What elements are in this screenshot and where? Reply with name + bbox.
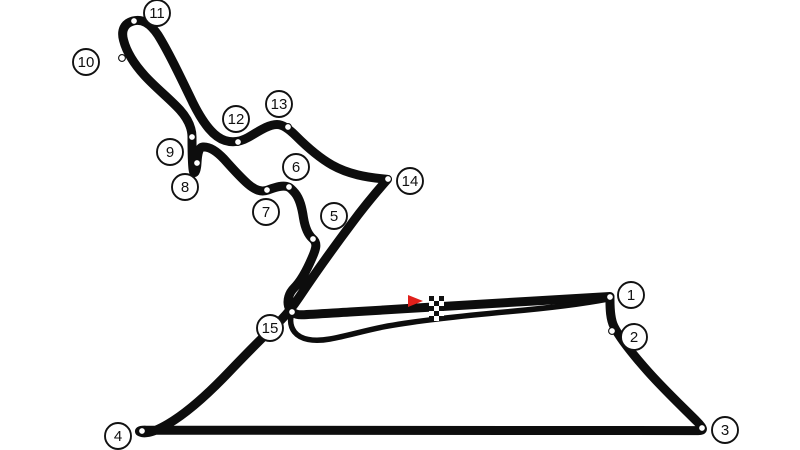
corner-marker-label: 2 <box>630 329 638 346</box>
corner-marker-13[interactable]: 13 <box>265 90 293 118</box>
corner-marker-label: 1 <box>627 287 635 304</box>
corner-marker-circle <box>711 416 739 444</box>
corner-marker-circle <box>282 153 310 181</box>
corner-dot-10 <box>118 54 126 62</box>
corner-marker-circle <box>252 198 280 226</box>
corner-marker-circle <box>617 281 645 309</box>
corner-dot-3 <box>698 424 706 432</box>
corner-marker-4[interactable]: 4 <box>104 422 132 450</box>
corner-apex-dots-group <box>118 17 706 435</box>
corner-marker-label: 8 <box>181 179 189 196</box>
corner-marker-label: 10 <box>78 54 95 71</box>
corner-marker-circle <box>396 167 424 195</box>
corner-marker-6[interactable]: 6 <box>282 153 310 181</box>
corner-marker-circle <box>320 202 348 230</box>
corner-marker-circle <box>620 323 648 351</box>
corner-dot-11 <box>130 17 138 25</box>
track-main-path <box>118 15 707 438</box>
corner-marker-circle <box>143 0 171 27</box>
corner-dot-6 <box>285 183 293 191</box>
corner-marker-14[interactable]: 14 <box>396 167 424 195</box>
corner-marker-label: 4 <box>114 428 122 445</box>
corner-marker-8[interactable]: 8 <box>171 173 199 201</box>
corner-marker-11[interactable]: 11 <box>143 0 171 27</box>
corner-marker-7[interactable]: 7 <box>252 198 280 226</box>
corner-marker-15[interactable]: 15 <box>256 314 284 342</box>
corner-marker-5[interactable]: 5 <box>320 202 348 230</box>
corner-marker-12[interactable]: 12 <box>222 105 250 133</box>
track-layout-group <box>118 15 707 438</box>
corner-dot-8 <box>193 159 201 167</box>
corner-marker-circle <box>104 422 132 450</box>
corner-marker-label: 6 <box>292 159 300 176</box>
pit-lane-path <box>287 296 611 343</box>
start-finish-checker-icon <box>429 296 444 321</box>
corner-marker-label: 12 <box>228 111 245 128</box>
corner-dot-12 <box>234 138 242 146</box>
corner-marker-10[interactable]: 10 <box>72 48 100 76</box>
start-finish-group <box>408 295 444 321</box>
corner-marker-label: 11 <box>149 5 165 22</box>
corner-marker-label: 15 <box>262 320 279 337</box>
corner-marker-circle <box>156 138 184 166</box>
corner-dot-1 <box>606 293 614 301</box>
corner-marker-label: 13 <box>271 96 288 113</box>
corner-dot-14 <box>384 175 392 183</box>
corner-marker-circle <box>72 48 100 76</box>
corner-marker-2[interactable]: 2 <box>620 323 648 351</box>
corner-marker-1[interactable]: 1 <box>617 281 645 309</box>
corner-marker-9[interactable]: 9 <box>156 138 184 166</box>
corner-marker-circle <box>222 105 250 133</box>
corner-dot-7 <box>263 186 271 194</box>
corner-dot-2 <box>608 327 616 335</box>
corner-dot-5 <box>309 235 317 243</box>
corner-dot-9 <box>188 133 196 141</box>
corner-dot-15 <box>288 308 296 316</box>
race-direction-arrow-icon <box>408 295 423 307</box>
corner-marker-label: 9 <box>166 144 174 161</box>
corner-dot-4 <box>138 427 146 435</box>
corner-marker-label: 7 <box>262 204 270 221</box>
corner-marker-circle <box>265 90 293 118</box>
corner-marker-label: 5 <box>330 208 338 225</box>
corner-marker-3[interactable]: 3 <box>711 416 739 444</box>
corner-marker-label: 14 <box>402 173 419 190</box>
corner-marker-label: 3 <box>721 422 729 439</box>
corner-marker-circle <box>171 173 199 201</box>
corner-dot-13 <box>284 123 292 131</box>
corner-marker-circle <box>256 314 284 342</box>
